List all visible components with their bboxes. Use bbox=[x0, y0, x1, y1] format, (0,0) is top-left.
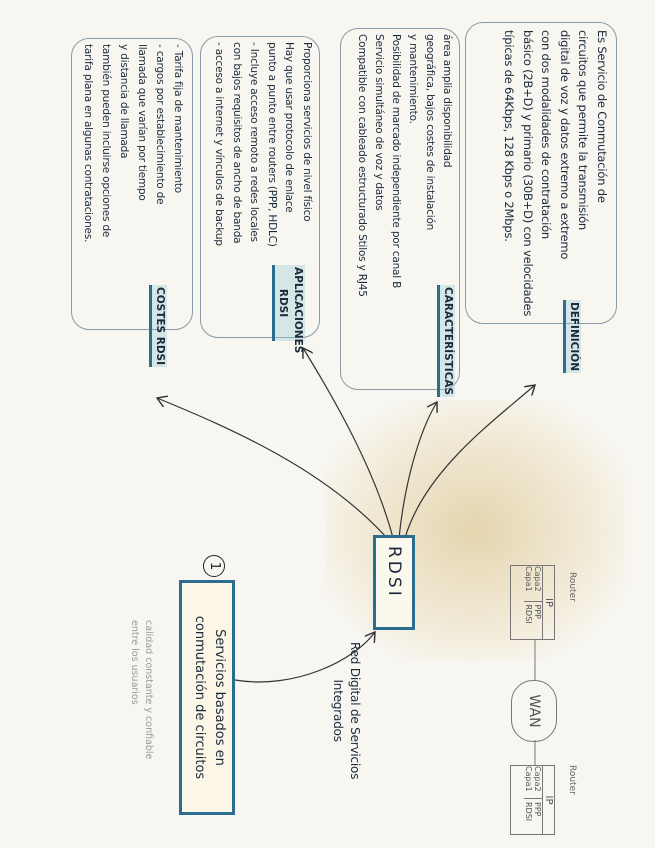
servicios-line: Servicios basados en bbox=[212, 629, 227, 766]
aplicaciones-line: - Incluye acceso remoto a redes locales bbox=[248, 42, 261, 242]
costes-line: - cargos por establecimiento de bbox=[154, 44, 166, 205]
stack-ip: IP bbox=[542, 566, 554, 639]
pencil-note: calidad constante y confiable entre los … bbox=[127, 620, 155, 759]
caracteristicas-line: área amplia disponibilidad bbox=[441, 34, 453, 168]
caracteristicas-line: Posibilidad de marcado independiente por… bbox=[390, 34, 402, 289]
costes-heading: COSTES RDSI bbox=[149, 285, 167, 368]
aplicaciones-line: Hay que usar protocolo de enlace bbox=[283, 42, 296, 213]
caracteristicas-line: geográfica, bajos costes de instalación bbox=[424, 34, 436, 231]
aplicaciones-line: Proporciona servicios de nivel físico bbox=[301, 42, 313, 222]
definition-line: Es Servicio de Conmutación de bbox=[595, 30, 609, 203]
stack-row: RDSI bbox=[524, 802, 533, 822]
definition-line: con dos modalidades de contratación bbox=[539, 30, 554, 239]
costes-line: llamada que varían por tiempo bbox=[136, 44, 148, 201]
caracteristicas-text: área amplia disponibilidad geográfica, b… bbox=[353, 34, 455, 297]
rdsi-node: RDSI bbox=[373, 535, 415, 630]
servicios-node: Servicios basados en conmutación de circ… bbox=[179, 580, 235, 815]
costes-line: - Tarifa fija de mantenimiento bbox=[172, 44, 184, 193]
aplicaciones-text: Proporciona servicios de nivel físico Ha… bbox=[210, 42, 315, 247]
caracteristicas-line: Compatible con cableado estructurado Sti… bbox=[356, 34, 368, 297]
wan-cloud: WAN bbox=[511, 680, 557, 742]
note-line: calidad constante y confiable bbox=[143, 620, 154, 760]
caracteristicas-line: Servicio simultáneo de voz y datos bbox=[373, 34, 385, 211]
definition-line: digital de voz y datos extremo a extremo bbox=[558, 30, 572, 260]
caption-line: Integrados bbox=[331, 679, 345, 742]
aplicaciones-line: punto a punto entre routers (PPP, HDLC) bbox=[266, 42, 278, 247]
stack-row: RDSI bbox=[524, 604, 533, 624]
costes-text: - Tarifa fija de mantenimiento - cargos … bbox=[79, 44, 187, 242]
stack-row: PPP bbox=[533, 604, 542, 619]
arrow-caracteristicas bbox=[398, 402, 437, 539]
aplicaciones-heading: APLICACIONES RDSI bbox=[272, 265, 305, 353]
router-label-right: Router bbox=[567, 765, 577, 795]
caracteristicas-line: y mantenimiento. bbox=[407, 34, 419, 124]
arrow-aplicaciones bbox=[303, 348, 394, 539]
rdsi-caption: Red Digital de Servicios Integrados bbox=[329, 642, 363, 779]
number-badge: 1 bbox=[203, 555, 225, 577]
stack-ip: IP bbox=[542, 766, 554, 834]
costes-line: también pueden incluirse opciones de bbox=[100, 44, 112, 238]
aplicaciones-line: - acceso a internet y vínculos de backup bbox=[213, 42, 226, 246]
stack-row: Capa1 bbox=[524, 766, 533, 792]
router-label-left: Router bbox=[567, 572, 577, 602]
definition-heading: DEFINICIÓN bbox=[563, 300, 581, 373]
definition-line: circuitos que permite la transmisión bbox=[576, 30, 591, 231]
arrow-costes bbox=[157, 398, 388, 539]
arrow-from-servicios bbox=[234, 632, 375, 683]
stack-row: Capa1 bbox=[524, 566, 533, 592]
definition-line: básico (2B+D) y primario (30B+D) con vel… bbox=[521, 30, 535, 317]
stack-row: Capa2 bbox=[533, 766, 542, 792]
arrow-definicion bbox=[404, 385, 535, 539]
stack-row: PPP bbox=[533, 802, 542, 817]
costes-line: y distancia de llamada bbox=[118, 44, 130, 159]
caracteristicas-heading: CARACTERÍSTICAS bbox=[437, 285, 455, 398]
caption-line: Red Digital de Servicios bbox=[348, 642, 362, 780]
note-line: entre los usuarios bbox=[129, 620, 140, 705]
definition-line: típicas de 64Kbps, 128 Kbps o 2Mbps. bbox=[502, 30, 517, 242]
definition-text: Es Servicio de Conmutación de circuitos … bbox=[500, 30, 611, 316]
aplicaciones-line: con bajos requisitos de ancho de banda bbox=[231, 42, 243, 244]
servicios-line: conmutación de circuitos bbox=[192, 615, 207, 780]
costes-line: tarifa plana en algunas contrataciones. bbox=[82, 44, 94, 243]
stack-row: Capa2 bbox=[533, 566, 542, 592]
